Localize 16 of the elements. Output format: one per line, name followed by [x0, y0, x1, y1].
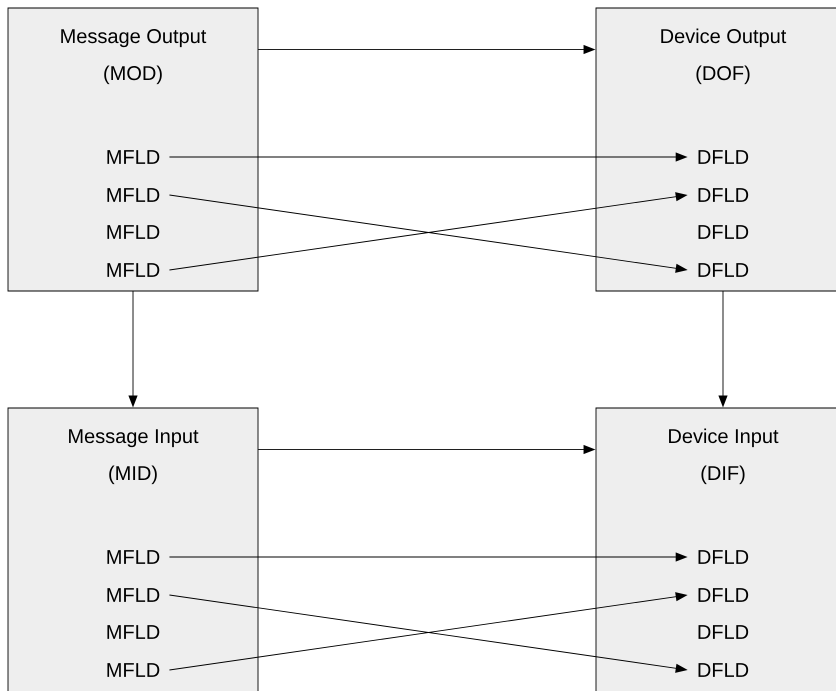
field-label: DFLD	[698, 263, 748, 277]
field-label: MFLD	[107, 225, 160, 239]
field-label: DFLD	[698, 625, 748, 639]
field-label: DFLD	[698, 588, 748, 602]
field-label: MFLD	[107, 150, 160, 164]
field-label: MFLD	[107, 588, 160, 602]
field-label: DFLD	[698, 550, 748, 564]
field-label: DFLD	[698, 225, 748, 239]
field-label: DFLD	[698, 188, 748, 202]
field-label: DFLD	[698, 150, 748, 164]
field-label: MFLD	[107, 188, 160, 202]
field-label: MFLD	[107, 663, 160, 677]
field-label: MFLD	[107, 625, 160, 639]
field-label: MFLD	[107, 263, 160, 277]
field-label: MFLD	[107, 550, 160, 564]
field-label: DFLD	[698, 663, 748, 677]
